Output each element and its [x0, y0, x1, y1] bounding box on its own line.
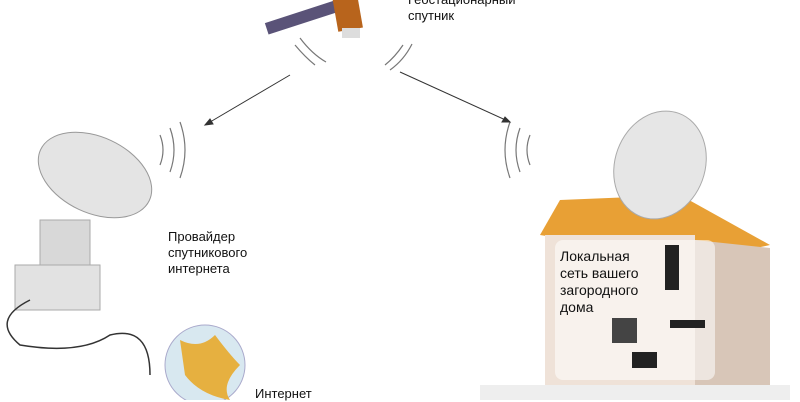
internet-label: Интернет [255, 386, 312, 401]
provider-label: Провайдер спутникового интернета [168, 229, 247, 277]
home-network-label: Локальная сеть вашего загородного дома [560, 248, 639, 316]
label-line: спутникового [168, 245, 248, 260]
label-line: загородного [560, 282, 639, 298]
label-line: интернета [168, 261, 230, 276]
label-line: спутник [408, 8, 455, 23]
globe-icon [164, 324, 246, 400]
label-line: сеть вашего [560, 265, 639, 281]
label-line: дома [560, 299, 594, 315]
label-line: Локальная [560, 248, 630, 264]
ground-station-dish-icon [6, 131, 153, 376]
satellite-label: Геостационарный спутник [408, 0, 516, 24]
satellite-icon [264, 0, 363, 38]
arrow [203, 71, 512, 126]
label-line: Геостационарный [408, 0, 516, 8]
label-line: Провайдер [168, 229, 236, 244]
signal-waves-icon [159, 37, 531, 179]
house-icon [480, 110, 790, 400]
